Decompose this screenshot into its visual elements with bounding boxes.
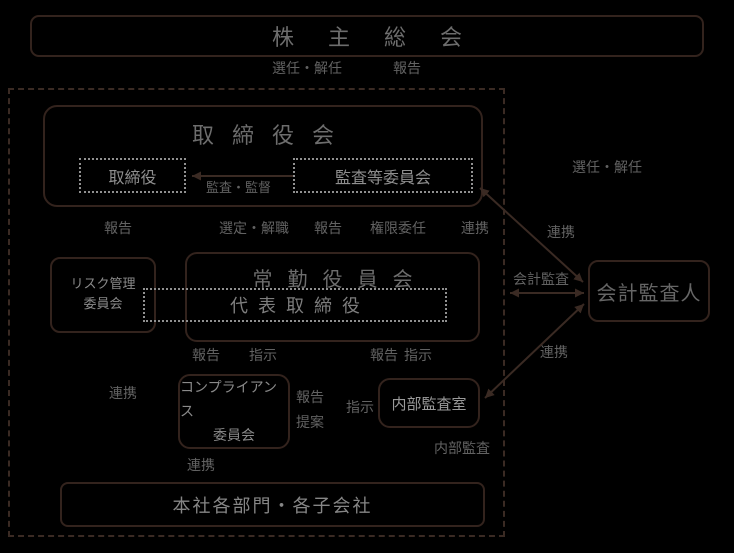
compliance-committee-label-line1: コンプライアンス [180,379,278,420]
risk-management-committee-box: リスク管理 委員会 [50,257,156,333]
label-appoint-dismiss-top: 選任・解任 [272,61,342,77]
label-appoint-dismiss-right: 選任・解任 [572,160,642,176]
risk-committee-label-line2: 委員会 [83,297,123,312]
shareholders-meeting-box: 株主総会 [30,15,704,57]
label-proposal-compliance: 提案 [296,415,324,431]
compliance-committee-box: コンプライアンス 委員会 [178,374,290,449]
label-cooperation-bottom: 連携 [187,458,215,474]
label-instruct-internal-audit: 指示 [346,400,374,416]
label-report-top: 報告 [393,61,421,77]
label-cooperation-right-top: 連携 [547,225,575,241]
risk-committee-label-line1: リスク管理 [70,277,136,292]
shareholders-meeting-label: 株主総会 [271,26,496,51]
director-box: 取締役 [79,158,186,193]
audit-committee-box: 監査等委員会 [293,158,473,193]
label-cooperation-inner: 連携 [461,221,489,237]
accounting-auditor-box: 会計監査人 [588,260,710,322]
label-report-left: 報告 [104,221,132,237]
label-internal-audit: 内部監査 [434,441,490,457]
board-of-directors-label: 取締役会 [191,124,352,149]
label-cooperation-auditor: 連携 [540,345,568,361]
label-instruct-exec-right: 指示 [404,348,432,364]
board-of-directors-box: 取締役会 [43,105,483,207]
departments-subsidiaries-label: 本社各部門・各子会社 [172,495,373,517]
internal-audit-office-label: 内部監査室 [391,394,467,413]
compliance-committee-label-line2: 委員会 [213,427,255,444]
executive-board-label: 常勤役員会 [252,267,428,291]
label-report-mid: 報告 [314,221,342,237]
label-accounting-audit: 会計監査 [513,272,569,288]
label-instruct-exec-left: 指示 [249,348,277,364]
label-report-exec-right: 報告 [370,348,398,364]
director-label: 取締役 [108,167,157,187]
departments-subsidiaries-box: 本社各部門・各子会社 [60,482,485,527]
accounting-auditor-label: 会計監査人 [596,280,702,305]
internal-audit-office-box: 内部監査室 [378,378,480,428]
representative-director-box: 代表取締役 [143,288,447,322]
label-cooperation-left: 連携 [109,386,137,402]
audit-committee-label: 監査等委員会 [334,167,431,187]
representative-director-label: 代表取締役 [230,296,370,317]
label-report-exec-left: 報告 [192,348,220,364]
label-report-compliance: 報告 [296,390,324,406]
label-audit-supervise: 監査・監督 [206,181,272,196]
label-authority-delegation: 権限委任 [370,221,426,237]
executive-board-box: 常勤役員会 [185,252,480,342]
label-select-dismiss: 選定・解職 [219,221,289,237]
